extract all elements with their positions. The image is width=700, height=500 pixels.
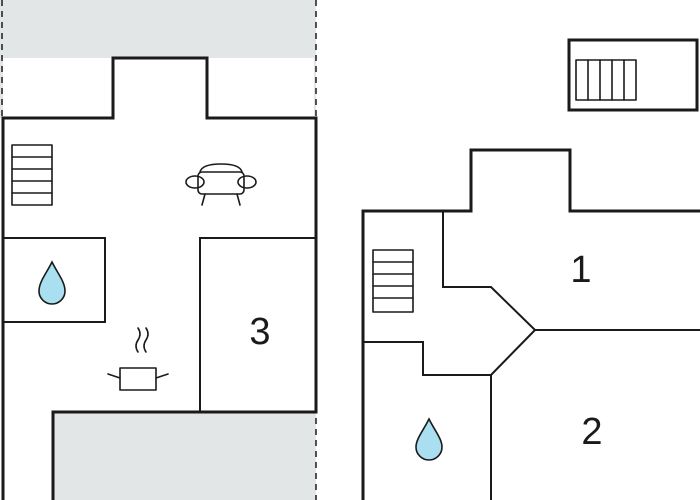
cooking-pot-icon: [107, 327, 169, 391]
room-label-2: 2: [581, 411, 602, 453]
left-unit-walls: [1, 56, 318, 500]
stairs-icon: [372, 249, 414, 313]
stairs-icon: [11, 144, 53, 206]
stairs-icon: [567, 38, 699, 112]
water-drop-icon: [415, 417, 443, 461]
sofa-icon: [185, 163, 257, 206]
left-house-floor: [3, 58, 314, 412]
room-label-3: 3: [249, 311, 270, 353]
room-label-1: 1: [570, 249, 591, 291]
water-drop-icon: [38, 260, 66, 305]
right-unit-walls: [361, 148, 700, 500]
